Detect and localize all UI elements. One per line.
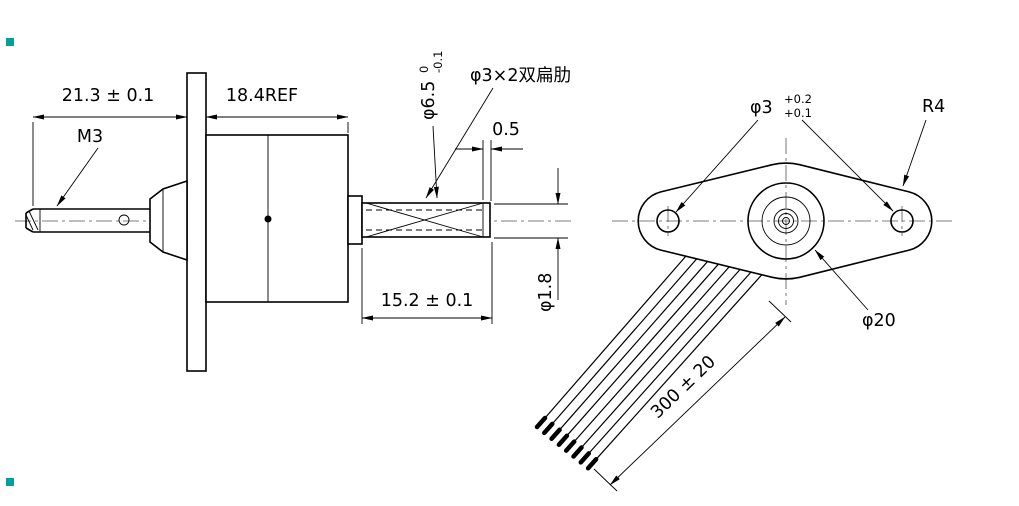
hole-dia-upper-tol: +0.2: [784, 92, 812, 106]
thread-hatch-2: [25, 214, 34, 231]
wire-tip: [534, 415, 548, 430]
wire-tip: [563, 439, 577, 453]
thread-callout: M3: [56, 127, 103, 207]
flats-callout: φ3×2双扁肋: [425, 66, 571, 199]
mounting-hole-right: [890, 209, 914, 233]
hole-leader-right: [801, 119, 894, 212]
shaft-circle: [778, 213, 794, 229]
front-bushing: [149, 179, 188, 262]
shaft-dia-lower-tol: -0.1: [431, 51, 445, 73]
shaft-pin-hole: [118, 214, 130, 226]
boss-dia-callout: φ20: [814, 249, 896, 331]
shaft-center-circle: [782, 217, 790, 225]
shaft-dia-main: φ6.5: [419, 81, 439, 120]
wire: [595, 273, 763, 460]
dim-body-length-text: 18.4REF: [226, 86, 298, 106]
rear-shaft: [361, 202, 491, 238]
wire-tip: [578, 451, 592, 465]
dim-rear-shaft-dia-text: φ1.8: [536, 273, 556, 312]
thread-label: M3: [77, 127, 103, 147]
mounting-flange-outline: [637, 162, 933, 280]
thread-leader: [56, 147, 99, 207]
motor-center-dot: [264, 215, 272, 223]
boss-dia-label: φ20: [862, 311, 896, 331]
wire-tip: [542, 421, 555, 436]
corner-mark-top: [6, 38, 14, 46]
boss-circle-inner: [773, 208, 799, 234]
rear-step: [347, 195, 363, 245]
shaft-dia-upper-tol: 0: [417, 66, 431, 73]
wire-tip: [556, 433, 570, 447]
hole-dia-main: φ3: [750, 98, 773, 118]
dim-rear-shaft-length: 15.2 ± 0.1: [361, 242, 493, 324]
shaft-dia-leader: [432, 125, 439, 199]
corner-radius-leader: [902, 119, 927, 187]
motor-body: [205, 134, 349, 303]
wire-tip: [585, 457, 599, 471]
dim-overall-length: 21.3 ± 0.1: [32, 86, 188, 206]
dim-flat-offset-text: 0.5: [492, 120, 520, 140]
boss-dia-leader: [814, 249, 869, 311]
corner-radius-label: R4: [922, 97, 945, 117]
wire-tip: [571, 445, 584, 459]
flats-label: φ3×2双扁肋: [470, 66, 571, 86]
dim-rear-shaft-dia: φ1.8: [494, 168, 568, 312]
dim-wire-length: 300 ± 20: [593, 300, 792, 492]
shaft-dia-callout: φ6.5 0 -0.1: [417, 51, 445, 199]
wire: [588, 271, 752, 454]
boss-circle-mid: [761, 196, 811, 246]
hole-leader-left: [675, 119, 759, 213]
dim-rear-shaft-length-text: 15.2 ± 0.1: [381, 291, 474, 311]
hole-dia-lower-tol: +0.1: [784, 106, 812, 120]
front-view-group: 300 ± 20 φ3 +0.2 +0.1 R4 φ20: [534, 92, 952, 492]
wire: [566, 263, 720, 437]
dim-flat-offset: 0.5: [455, 120, 523, 201]
center-boss-circles: [747, 182, 825, 260]
mounting-hole-left: [656, 209, 680, 233]
corner-radius-callout: R4: [902, 97, 945, 187]
hole-dia-callout: φ3 +0.2 +0.1: [675, 92, 894, 213]
wire-tip: [549, 427, 562, 442]
dim-overall-length-text: 21.3 ± 0.1: [62, 86, 155, 106]
motor-shaft: [25, 208, 150, 233]
flat-cross-2: [365, 202, 484, 238]
wire-bundle: [534, 255, 763, 471]
flats-leader: [425, 87, 494, 199]
corner-mark-bottom: [6, 478, 14, 486]
flange-plate: [186, 72, 207, 372]
side-view-group: 21.3 ± 0.1 18.4REF M3 φ6.5 0 -0.1 φ3×2: [15, 51, 575, 372]
dim-body-length: 18.4REF: [205, 86, 349, 133]
thread-hatch-1: [28, 210, 39, 231]
boss-circle-outer: [747, 182, 825, 260]
